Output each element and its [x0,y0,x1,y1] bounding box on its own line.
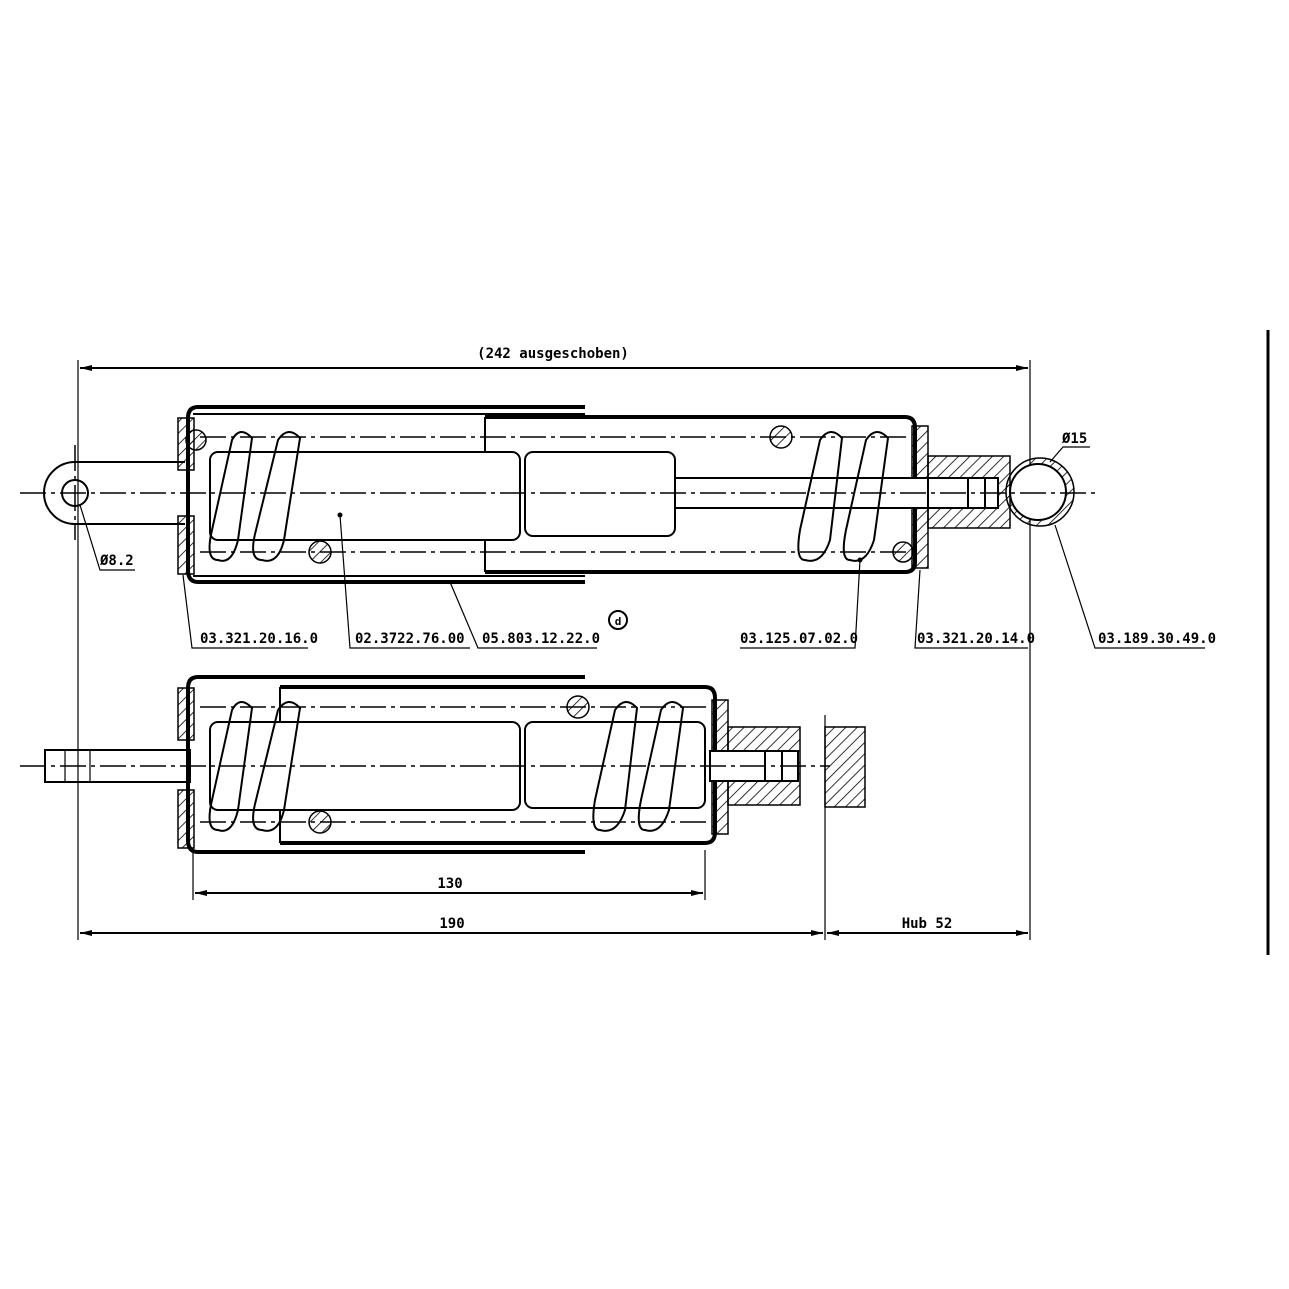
part-label: 03.125.07.02.0 [740,631,858,647]
marker-circle [608,610,628,630]
marker-label: d [615,615,622,628]
dimension-242-label: (242 ausgeschoben) [477,346,629,362]
piston [524,451,676,537]
part-label: 02.3722.76.00 [355,631,465,647]
outer-tube [186,405,585,584]
diameter-right: Ø15 [1061,431,1087,447]
end-cap-left-bottom [177,515,195,575]
spring-left [208,431,302,562]
part-label: 05.803.12.22.0 [482,631,600,647]
leader-d82 [79,504,135,571]
dimension-190-label: 190 [439,916,464,932]
eye-section [824,726,866,808]
part-label: 03.189.30.49.0 [1098,631,1216,647]
part-label: 03.321.20.16.0 [200,631,318,647]
stroke-label: Hub 52 [902,916,953,932]
piston [524,721,706,809]
diameter-left: Ø8.2 [99,553,134,569]
leader-lines [182,514,1205,649]
spring-right [797,431,890,562]
outer-tube [186,675,585,854]
dimension-130-label: 130 [437,876,462,892]
part-label: 03.321.20.14.0 [917,631,1035,647]
extended-view: (242 ausgeschoben) [20,346,1216,940]
leader-d15 [1049,446,1090,463]
wire-section [185,429,207,451]
compressed-view: 130 190 Hub 52 [20,675,1028,940]
